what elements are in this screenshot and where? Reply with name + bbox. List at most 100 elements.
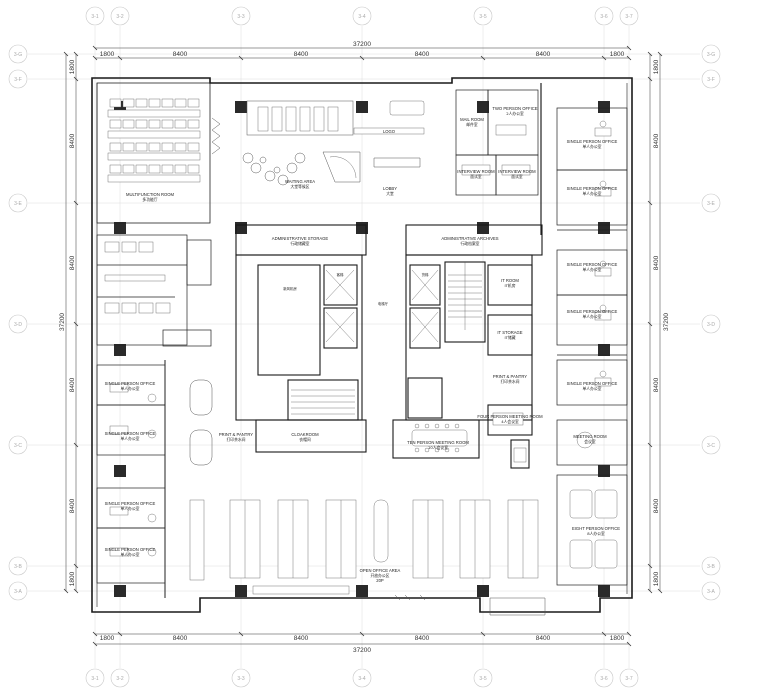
grid-bubble-top-2: 3-2 <box>110 6 130 26</box>
admin-archives-label-cn: 行政档案室 <box>461 241 480 246</box>
grid-bubble-top-4: 3-4 <box>352 6 372 26</box>
lobby-label-cn: 大堂 <box>386 191 394 196</box>
single-office-r5-label-cn: 单人办公室 <box>583 386 602 391</box>
four-person-room-label-cn: 4人会议室 <box>501 419 519 424</box>
svg-text:3-A: 3-A <box>14 589 22 595</box>
single-office-r4-label: SINGLE PERSON OFFICE <box>567 309 618 314</box>
svg-text:3-1: 3-1 <box>91 14 98 20</box>
single-office-r2-label: SINGLE PERSON OFFICE <box>567 186 618 191</box>
right-bottom-rooms <box>556 419 628 586</box>
dim-bottom-span-1: 8400 <box>173 635 188 642</box>
svg-text:3-B: 3-B <box>707 564 715 570</box>
svg-text:3-2: 3-2 <box>116 676 123 682</box>
grid-axes-left: 3-G 3-F 3-E 3-D 3-C 3-B 3-A <box>8 44 28 601</box>
dim-bottom-overall: 37200 <box>353 647 371 654</box>
grid-bubble-right-G: 3-G <box>701 44 721 64</box>
grid-bubble-top-7: 3-7 <box>619 6 639 26</box>
svg-text:3-5: 3-5 <box>479 14 486 20</box>
svg-text:3-4: 3-4 <box>358 14 365 20</box>
elevator-lobby-label: 电梯厅 <box>378 301 389 306</box>
svg-text:3-E: 3-E <box>14 201 22 207</box>
single-office-r4-label-cn: 单人办公室 <box>583 314 602 319</box>
svg-text:3-E: 3-E <box>707 201 715 207</box>
dimension-labels: 37200 1800 8400 8400 8400 8400 1800 1800… <box>59 41 670 654</box>
it-storage-label: IT STORAGE <box>497 330 522 335</box>
grid-bubble-top-5: 3-5 <box>473 6 493 26</box>
waiting-area-label-cn: 大堂等候区 <box>291 184 310 189</box>
svg-text:3-F: 3-F <box>707 77 715 83</box>
dim-top-span-3: 8400 <box>415 51 430 58</box>
dim-left-span-3: 8400 <box>69 377 76 392</box>
dim-left-overall: 37200 <box>59 313 66 331</box>
grid-bubble-left-E: 3-E <box>8 193 28 213</box>
admin-archives-label: ADMINISTRATIVE ARCHIVES <box>441 236 498 241</box>
ten-person-room-label-cn: 10人会议室 <box>428 445 448 450</box>
svg-text:3-G: 3-G <box>707 52 715 58</box>
right-offices-furniture <box>594 120 612 387</box>
grid-bubble-right-C: 3-C <box>701 435 721 455</box>
dim-bottom-end-left: 1800 <box>100 635 115 642</box>
svg-text:3-B: 3-B <box>14 564 22 570</box>
it-storage-label-cn: IT储藏 <box>504 335 515 340</box>
dim-bottom-span-4: 8400 <box>536 635 551 642</box>
two-person-office-label: TWO PERSON OFFICE <box>492 106 537 111</box>
open-office-seats: 20P <box>376 578 384 583</box>
two-person-office-label-cn: 2人办公室 <box>506 111 524 116</box>
meeting-room-round-label-cn: 会议室 <box>584 439 596 444</box>
ten-person-room-label: TEN PERSON MEETING ROOM <box>407 440 469 445</box>
multifunction-room: MULTIFUNCTION ROOM 多功能厅 <box>96 82 221 224</box>
admin-storage-label-cn: 行政储藏室 <box>291 241 310 246</box>
grid-bubble-left-A: 3-A <box>8 581 28 601</box>
grid-bubble-right-A: 3-A <box>701 581 721 601</box>
dim-right-span-4: 8400 <box>653 498 660 513</box>
dim-right-end-top: 1800 <box>653 59 660 74</box>
cloakroom-label-cn: 衣帽间 <box>299 437 311 442</box>
svg-text:3-C: 3-C <box>707 443 715 449</box>
svg-text:3-F: 3-F <box>14 77 22 83</box>
svg-text:3-7: 3-7 <box>625 676 632 682</box>
right-bottom-furniture <box>569 431 618 569</box>
print-pantry-r-label-cn: 打印茶水间 <box>501 379 520 384</box>
grid-bubble-right-F: 3-F <box>701 69 721 89</box>
single-office-r5-label: SINGLE PERSON OFFICE <box>567 381 618 386</box>
grid-bubble-top-1: 3-1 <box>85 6 105 26</box>
svg-text:3-3: 3-3 <box>237 676 244 682</box>
single-office-l1-label: SINGLE PERSON OFFICE <box>105 381 156 386</box>
cloakroom-label: CLOAKROOM <box>291 432 319 437</box>
dim-top-overall: 37200 <box>353 41 371 48</box>
interview-room-1-label: INTERVIEW ROOM <box>457 169 495 174</box>
single-office-l4-label-cn: 单人办公室 <box>121 552 140 557</box>
reception-table <box>389 100 425 116</box>
dim-top-span-2: 8400 <box>294 51 309 58</box>
dim-left-end-top: 1800 <box>69 59 76 74</box>
top-right-rooms-furniture <box>461 124 531 176</box>
svg-text:3-A: 3-A <box>707 589 715 595</box>
single-office-l1-label-cn: 单人办公室 <box>121 386 140 391</box>
single-office-l2-label-cn: 单人办公室 <box>121 436 140 441</box>
waiting-chairs <box>242 152 306 186</box>
open-office-desks <box>189 499 539 595</box>
grid-bubble-bottom-4: 3-4 <box>352 668 372 688</box>
print-pantry-l-label-cn: 打印茶水间 <box>227 437 246 442</box>
open-office-label: OPEN OFFICE AREA <box>360 568 401 573</box>
dim-bottom-span-2: 8400 <box>294 635 309 642</box>
grid-bubble-bottom-7: 3-7 <box>619 668 639 688</box>
svg-text:3-6: 3-6 <box>600 676 607 682</box>
mail-room-label-cn: 邮件室 <box>466 122 478 127</box>
single-office-r1-label: SINGLE PERSON OFFICE <box>567 139 618 144</box>
building-core <box>235 224 543 469</box>
dim-top-end-right: 1800 <box>610 51 625 58</box>
dim-right-span-3: 8400 <box>653 377 660 392</box>
single-office-l4-label: SINGLE PERSON OFFICE <box>105 547 156 552</box>
grid-bubble-left-B: 3-B <box>8 556 28 576</box>
dim-bottom-span-3: 8400 <box>415 635 430 642</box>
grid-bubble-top-6: 3-6 <box>594 6 614 26</box>
waiting-area-label: WAITING AREA <box>285 179 315 184</box>
svg-text:3-D: 3-D <box>707 322 715 328</box>
it-room-label-cn: IT机房 <box>504 283 515 288</box>
grid-bubble-bottom-1: 3-1 <box>85 668 105 688</box>
grid-axes-right: 3-G 3-F 3-E 3-D 3-C 3-B 3-A <box>701 44 721 601</box>
mail-room-label: MAIL ROOM <box>460 117 484 122</box>
single-office-l2-label: SINGLE PERSON OFFICE <box>105 431 156 436</box>
